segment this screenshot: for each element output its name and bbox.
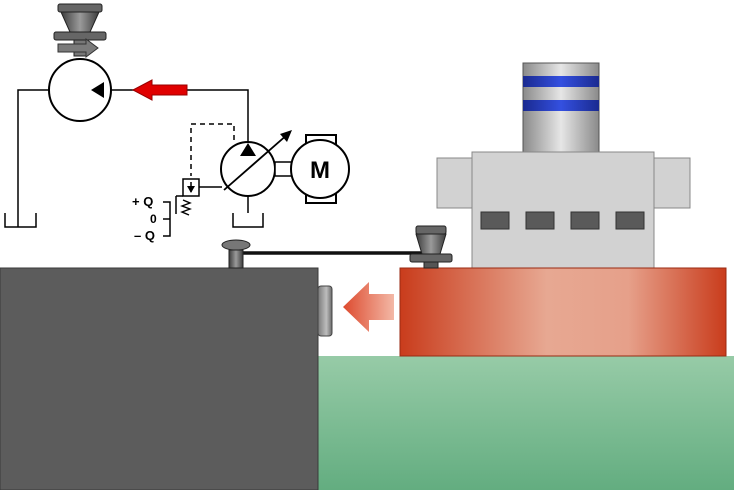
control-line bbox=[190, 123, 235, 176]
return-line bbox=[17, 89, 49, 213]
bridge-wing-right bbox=[649, 157, 691, 209]
window bbox=[480, 211, 510, 230]
water bbox=[318, 356, 734, 490]
bridge-wing-left bbox=[436, 157, 478, 209]
tank-icon bbox=[232, 213, 264, 228]
ship bbox=[399, 62, 727, 357]
rotation-arrow-icon bbox=[57, 38, 99, 58]
hydraulic-motor-icon bbox=[48, 58, 112, 122]
variable-pump-icon bbox=[220, 130, 292, 197]
zero-label: 0 bbox=[150, 212, 157, 226]
ship-hull bbox=[399, 267, 727, 357]
directional-valve-icon bbox=[176, 178, 200, 216]
fender-icon bbox=[317, 285, 333, 337]
ship-superstructure bbox=[471, 151, 655, 269]
funnel-band-upper bbox=[523, 76, 599, 87]
window bbox=[615, 211, 645, 230]
tank-icon bbox=[4, 213, 37, 228]
ship-movement-arrow-icon bbox=[343, 282, 394, 332]
spring-icon bbox=[180, 199, 192, 216]
motor-winch-icon bbox=[53, 3, 107, 58]
window bbox=[570, 211, 600, 230]
flow-arrow-icon bbox=[131, 79, 188, 101]
plus-q-label: + Q bbox=[132, 194, 153, 209]
motor-label: M bbox=[310, 157, 330, 184]
funnel-band-lower bbox=[523, 100, 599, 111]
window bbox=[525, 211, 555, 230]
pressure-line bbox=[111, 89, 249, 143]
quay bbox=[0, 267, 319, 490]
minus-q-label: – Q bbox=[134, 228, 155, 243]
hydraulic-circuit bbox=[17, 89, 249, 237]
electric-motor-icon: M bbox=[290, 134, 350, 204]
bollard-icon bbox=[221, 239, 251, 269]
ship-winch-icon bbox=[409, 225, 453, 269]
